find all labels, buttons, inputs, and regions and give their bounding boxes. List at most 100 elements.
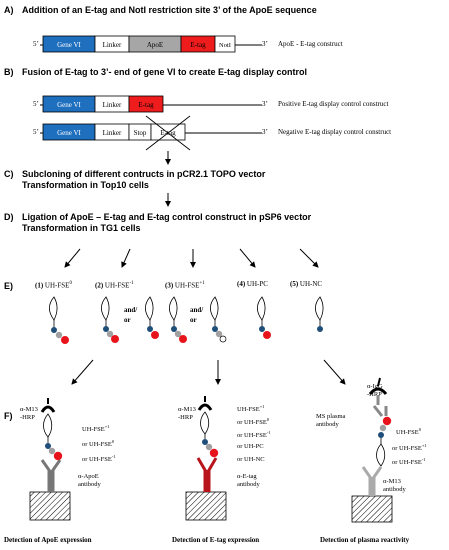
negative-construct-3prime: 3’: [262, 128, 268, 136]
phage-3b-diagram: [210, 296, 227, 343]
positive-construct-3prime: 3’: [262, 100, 268, 108]
panel-etag-diagram: [185, 396, 227, 521]
panel-etag-capture-ab: [196, 457, 218, 492]
panel-plasma-diagram: [351, 377, 393, 523]
apoe-construct-bar: Gene VI Linker ApoE E-tag NotI: [40, 35, 262, 53]
phage-1-diagram: [49, 296, 69, 344]
panel-plasma-capture-line1: α-M13: [383, 478, 401, 485]
panel-apoe-phage: [43, 413, 53, 438]
positive-construct-bar: Gene VI Linker E-tag: [40, 95, 262, 113]
andor-1-top: and/: [124, 306, 138, 314]
panel-plasma-ab-line1: MS plasma: [316, 413, 346, 420]
panel-plasma-capture-ab: [361, 466, 383, 496]
andor-2-bottom: or: [190, 316, 197, 324]
panel-plasma-capture-line2: antibody: [383, 486, 406, 493]
panel-etag-target-3: or UH-FSE-1: [237, 430, 271, 440]
phage-name-4: UH-PC: [246, 280, 268, 288]
panel-plasma-caption: Detection of plasma reactivity: [320, 536, 410, 544]
panel-apoe-target-2: or UH-FSE0: [82, 439, 115, 449]
phage-name-3: UH-FSE: [174, 281, 200, 290]
panel-apoe-caption: Detection of ApoE expression: [4, 536, 92, 544]
negative-construct-stop-text: Stop: [134, 129, 147, 137]
panel-etag-secondary-line2: -HRP: [178, 414, 193, 421]
panel-plasma-target-1: UH-FSE0: [396, 427, 422, 437]
panel-etag-capture-line2: antibody: [237, 481, 260, 488]
phage-1-gray-dot: [55, 331, 63, 339]
negative-construct-label: Negative E-tag display control construct: [278, 128, 392, 136]
panel-plasma-secondary-ab: [368, 387, 388, 395]
apoe-construct-label: ApoE - E-tag construct: [278, 40, 343, 48]
panel-plasma-plate: [351, 495, 393, 523]
section-d-line1: Ligation of ApoE – E-tag and E-tag contr…: [22, 212, 312, 222]
phage-label-2: (2) UH-FSE-1: [95, 281, 134, 289]
section-d-line2: Transformation in TG1 cells: [22, 223, 141, 233]
phage-2b-diagram: [145, 296, 159, 339]
panel-etag-target-5: or UH-NC: [237, 456, 265, 463]
panel-apoe-target-3: or UH-FSE-1: [82, 454, 116, 464]
positive-construct-5prime: 5’: [33, 100, 39, 108]
panel-etag-secondary-line1: α-M13: [178, 406, 196, 413]
fan-arrow-1: [64, 248, 81, 268]
apoe-construct-linker-text: Linker: [103, 41, 122, 49]
phage-1-red-dot: [61, 336, 69, 344]
negative-construct-5prime: 5’: [33, 128, 39, 136]
positive-construct-etag-box: [128, 95, 164, 113]
section-f-letter: F): [4, 411, 13, 421]
section-a-letter: A): [4, 5, 14, 15]
fan-arrow-2: [121, 248, 131, 268]
panel-etag-caption: Detection of E-tag expression: [172, 536, 260, 544]
phage-label-3: (3) UH-FSE+1: [165, 281, 205, 289]
phage-4-diagram: [257, 296, 271, 339]
phage-sup-3: +1: [199, 281, 205, 286]
panel-plasma-secondary-line1: α-IgG: [367, 383, 383, 390]
section-d-letter: D): [4, 212, 14, 222]
apoe-construct-5prime: 5’: [33, 40, 39, 48]
positive-construct-linker-text: Linker: [103, 101, 122, 109]
negative-construct-etag-box: [150, 123, 186, 141]
panel-apoe-secondary-line1: α-M13: [20, 406, 38, 413]
apoe-construct-noti-box: [214, 35, 236, 53]
phage-label-4: (4) UH-PC: [237, 281, 268, 288]
andor-1-bottom: or: [124, 316, 131, 324]
phage-num-5: (5): [290, 280, 299, 288]
apoe-construct-gene-text: Gene VI: [57, 41, 81, 49]
panel-apoe-plate: [29, 491, 71, 521]
panel-apoe-target-1: UH-FSE+1: [82, 424, 110, 434]
phage-name-2: UH-FSE: [104, 281, 130, 290]
phage-sup-1: 0: [69, 281, 72, 286]
panel-apoe-secondary-ab: [40, 405, 56, 413]
apoe-construct-apoe-text: ApoE: [147, 41, 163, 49]
phage-5-diagram: [315, 296, 324, 332]
fan-arrow-4: [239, 248, 256, 268]
negative-construct-bar: Gene VI Linker Stop E-tag: [40, 115, 262, 151]
panel-etag-target-4: or UH-PC: [237, 443, 264, 450]
panel-etag-secondary-ab: [197, 403, 213, 411]
panel-etag-plate: [185, 491, 227, 521]
panel-plasma-secondary-line2: -HRP: [367, 391, 382, 398]
apoe-construct-etag-text: E-tag: [190, 41, 206, 49]
panel-etag-phage: [200, 411, 210, 435]
section-b-letter: B): [4, 67, 14, 77]
phage-label-1: (1) UH-FSE0: [35, 281, 72, 289]
phage-2a-diagram: [101, 296, 119, 343]
phage-3a-diagram: [169, 296, 187, 343]
panel-apoe-diagram: [29, 398, 71, 521]
apoe-construct-3prime: 3’: [262, 40, 268, 48]
panel-plasma-phage: [376, 443, 386, 467]
panel-etag-target-1: UH-FSE+1: [237, 404, 265, 414]
andor-2-top: and/: [190, 306, 204, 314]
apoe-construct-noti-text: NotI: [219, 42, 231, 49]
section-e-letter: E): [4, 281, 13, 291]
phage-num-2: (2): [95, 281, 104, 290]
panel-apoe-capture-line1: α-ApoE: [78, 473, 99, 480]
phage-label-5: (5) UH-NC: [290, 281, 322, 288]
positive-construct-gene-text: Gene VI: [57, 101, 81, 109]
panel-plasma-ms-ab: [372, 405, 388, 417]
panel-apoe-secondary-line2: -HRP: [20, 414, 35, 421]
panel-apoe-capture-line2: antibody: [78, 481, 101, 488]
phage-name-5: UH-NC: [299, 280, 323, 288]
phage-sup-2: -1: [129, 281, 134, 286]
phage-num-3: (3): [165, 281, 174, 290]
panel-apoe-capture-ab: [40, 459, 62, 492]
section-c-line2: Transformation in Top10 cells: [22, 180, 149, 190]
